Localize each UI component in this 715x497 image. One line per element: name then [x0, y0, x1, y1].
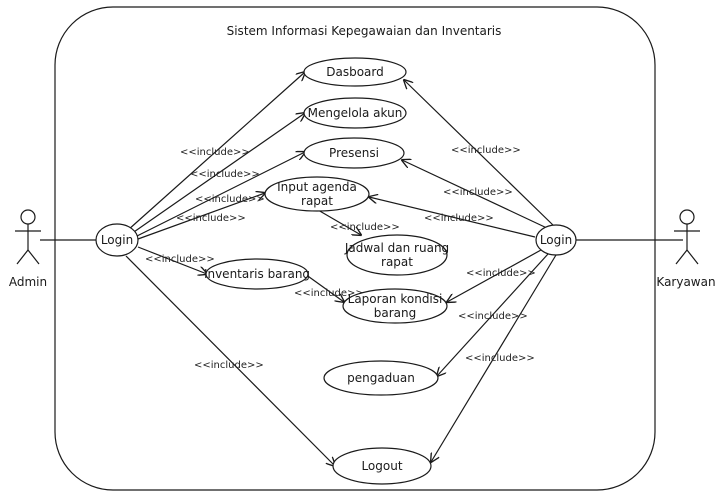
use-case-jadwal-dan-ruang-rapat[interactable]: Jadwal dan ruang rapat: [344, 234, 449, 276]
include-label: <<include>>: [465, 353, 535, 364]
use-case-label: barang: [374, 306, 416, 320]
include-label: <<include>>: [194, 360, 264, 371]
use-case-label: Dasboard: [326, 65, 384, 79]
use-case-inventaris-barang[interactable]: Inventaris barang: [204, 258, 310, 290]
include-arrow-admin-inventaris: [137, 246, 207, 274]
include-label: <<include>>: [330, 222, 400, 233]
use-case-pengaduan[interactable]: pengaduan: [323, 360, 439, 396]
include-arrow-inventaris-laporan: [304, 273, 344, 302]
use-case-label: Inventaris barang: [204, 267, 310, 281]
use-case-label: Logout: [361, 459, 402, 473]
admin-actor[interactable]: Admin: [9, 209, 47, 289]
use-case-label: Jadwal dan ruang: [344, 241, 449, 255]
use-case-laporan-kondisi-barang[interactable]: Laporan kondisi barang: [342, 288, 448, 324]
include-arrow-admin-dasboard: [127, 72, 305, 231]
include-arrow-admin-input-agenda: [137, 193, 265, 240]
include-arrow-admin-mengelola-akun: [130, 113, 305, 235]
include-label: <<include>>: [424, 213, 494, 224]
use-case-presensi[interactable]: Presensi: [303, 137, 405, 169]
include-arrow-karyawan-dasboard: [404, 80, 556, 228]
use-case-label: pengaduan: [347, 371, 415, 385]
admin-actor-label: Admin: [9, 275, 47, 289]
karyawan-actor-label: Karyawan: [656, 275, 715, 289]
include-label: <<include>>: [443, 187, 513, 198]
use-case-label: Login: [101, 233, 133, 247]
include-arrow-admin-logout: [125, 255, 335, 466]
use-case-label: Input agenda: [277, 180, 357, 194]
include-arrow-admin-presensi: [134, 152, 305, 238]
use-case-logout[interactable]: Logout: [332, 447, 432, 485]
include-arrow-karyawan-presensi: [402, 160, 550, 230]
include-label: <<include>>: [195, 194, 265, 205]
include-arrow-agenda-jadwal: [317, 209, 361, 235]
use-case-label: Login: [540, 233, 572, 247]
include-label: <<include>>: [176, 213, 246, 224]
use-case-label: Laporan kondisi: [348, 292, 443, 306]
include-label: <<include>>: [145, 254, 215, 265]
use-case-label: rapat: [381, 255, 413, 269]
include-arrow-karyawan-laporan: [447, 249, 542, 302]
include-label: <<include>>: [190, 169, 260, 180]
include-arrow-karyawan-input-agenda: [369, 197, 536, 238]
include-label: <<include>>: [458, 311, 528, 322]
use-case-label: Presensi: [329, 146, 379, 160]
include-arrow-karyawan-pengaduan: [437, 253, 549, 376]
include-label: <<include>>: [180, 147, 250, 158]
karyawan-actor[interactable]: Karyawan: [656, 209, 715, 289]
use-case-label: rapat: [301, 194, 333, 208]
system-title: Sistem Informasi Kepegawaian dan Inventa…: [227, 24, 502, 38]
use-case-input-agenda-rapat[interactable]: Input agenda rapat: [264, 176, 370, 212]
include-label: <<include>>: [294, 288, 364, 299]
include-label: <<include>>: [451, 145, 521, 156]
use-case-mengelola-akun[interactable]: Mengelola akun: [303, 97, 407, 129]
include-arrow-karyawan-logout: [431, 254, 557, 462]
karyawan-login-use-case[interactable]: Login: [535, 224, 577, 256]
include-label: <<include>>: [466, 268, 536, 279]
admin-login-use-case[interactable]: Login: [95, 223, 139, 257]
use-case-label: Mengelola akun: [308, 106, 403, 120]
use-case-dasboard[interactable]: Dasboard: [303, 57, 407, 87]
system-boundary: [54, 6, 656, 491]
